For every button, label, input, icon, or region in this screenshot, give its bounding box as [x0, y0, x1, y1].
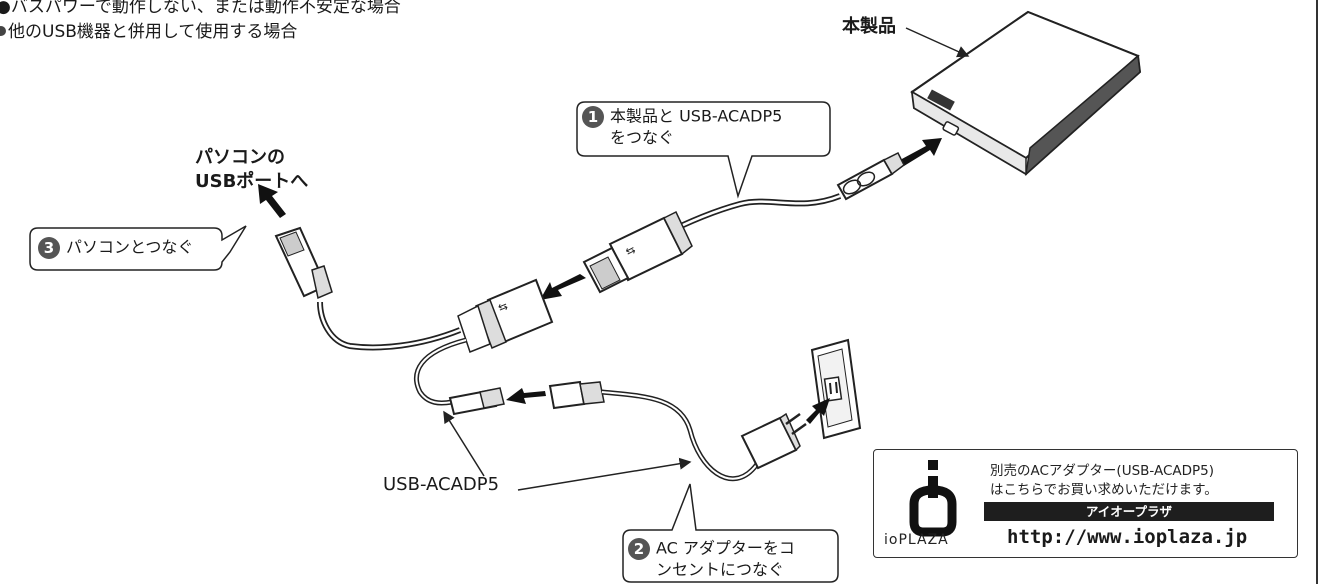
hdd-usb-port — [942, 121, 960, 136]
arrow-to-hdd — [900, 138, 942, 166]
callout-bubble-1 — [576, 101, 831, 199]
pc-port-label-line2: USBポートへ — [195, 171, 309, 192]
pc-usb-plug — [274, 226, 333, 300]
note-other-usb: 他のUSB機器と併用して使用する場合 — [0, 17, 297, 42]
ioplaza-brand: ioPLAZA — [884, 532, 949, 548]
callout-bubble-3 — [29, 225, 247, 271]
pc-port-label: パソコンの USBポートへ — [195, 146, 308, 194]
micro-usb-connector — [836, 151, 905, 201]
step-3-callout: 3 パソコンとつなぐ — [38, 237, 193, 259]
pointer-cable-dc — [443, 410, 485, 477]
arrow-dc — [506, 388, 546, 404]
step-number-badge: 1 — [582, 106, 604, 128]
dc-jack — [448, 387, 505, 416]
ioplaza-promo-box: ioPLAZA 別売のACアダプター(USB-ACADP5) はこちらでお買い求… — [873, 449, 1298, 558]
step-1-line1: 本製品と USB-ACADP5 — [610, 106, 783, 126]
arrow-to-pc — [258, 184, 286, 218]
step-3-line1: パソコンとつなぐ — [66, 237, 194, 257]
usb-a-female-connector: ⇆ — [457, 278, 554, 353]
arrow-to-outlet — [806, 398, 830, 424]
step-2-line1: AC アダプターをコ — [656, 538, 795, 558]
step-1-callout: 1 本製品と USB-ACADP5 をつなぐ — [582, 106, 782, 147]
note-bus-power: ●バスパワーで動作しない、または動作不安定な場合 — [0, 0, 401, 17]
callout-bubble-2 — [622, 483, 839, 583]
step-2-callout: 2 AC アダプターをコ ンセントにつなぐ — [628, 538, 795, 579]
promo-line-1: 別売のACアダプター(USB-ACADP5) — [990, 463, 1215, 479]
step-number-badge: 2 — [628, 538, 650, 560]
cable-name-label: USB-ACADP5 — [383, 474, 500, 495]
promo-url-link[interactable]: http://www.ioplaza.jp — [1007, 526, 1248, 548]
pointer-product — [905, 27, 970, 58]
step-1-line2: をつなぐ — [610, 128, 675, 147]
promo-store-name: アイオープラザ — [984, 502, 1274, 521]
pointer-cable-ac — [517, 457, 692, 491]
promo-line-2: はこちらでお買い求めいただけます。 — [990, 482, 1218, 498]
page-edge-rule — [1316, 0, 1318, 584]
hdd-logo — [927, 89, 955, 111]
bullet-icon — [0, 26, 6, 36]
product-label: 本製品 — [842, 16, 896, 37]
usb-a-male-connector: ⇆ — [582, 210, 693, 294]
arrow-male-to-female — [540, 274, 586, 300]
pc-port-label-line1: パソコンの — [195, 147, 285, 168]
step-2-line2: ンセントにつなぐ — [656, 560, 785, 579]
svg-text:⇆: ⇆ — [496, 299, 509, 315]
hdd-device — [910, 10, 1142, 176]
ac-adapter — [740, 412, 807, 470]
step-number-badge: 3 — [38, 237, 60, 259]
dc-plug — [548, 380, 605, 410]
wall-outlet — [810, 338, 862, 440]
ioplaza-logo-icon — [909, 460, 957, 537]
